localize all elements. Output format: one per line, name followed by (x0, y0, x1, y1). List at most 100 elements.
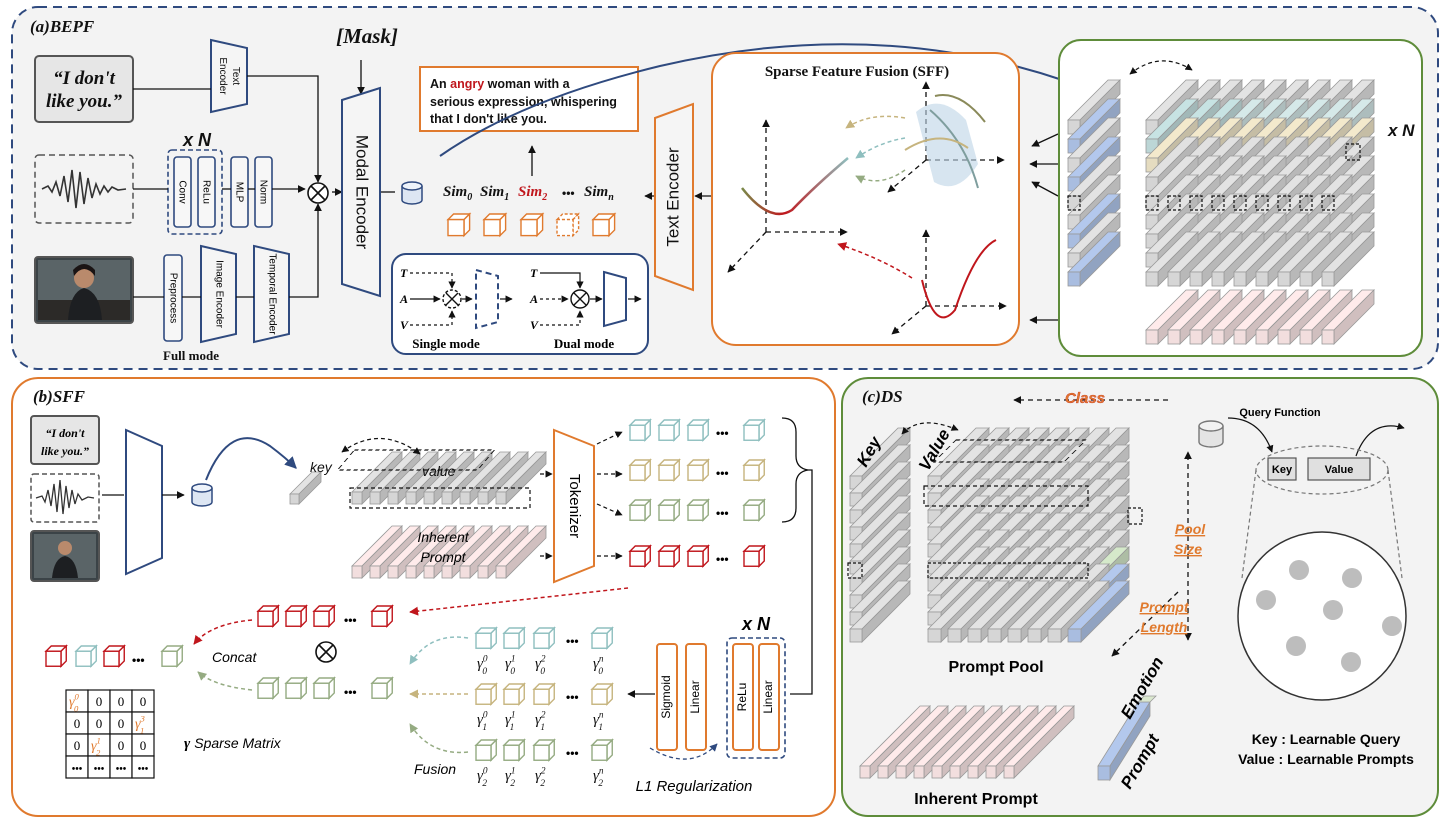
bar-front (477, 565, 489, 579)
red-cube (370, 604, 394, 628)
sff-title: Sparse Feature Fusion (SFF) (765, 64, 949, 80)
cube-a-xn: x N (1387, 121, 1415, 140)
bar-front (1321, 271, 1335, 287)
b-waveform-icon (35, 479, 95, 515)
b-inherent-label-1: Inherent (417, 529, 469, 545)
bar-front (351, 491, 363, 505)
concat-cube (160, 644, 184, 668)
concat-cube (102, 644, 126, 668)
dual-mode-multiply-cross (573, 292, 587, 306)
caption-line-2: serious expression, whispering (430, 95, 617, 109)
sim-label: Sim0 (443, 184, 472, 203)
b-ff-repeat-box (726, 637, 786, 759)
b-encoder (125, 428, 163, 576)
video-frame-image (34, 256, 134, 324)
panel-b-border (11, 377, 836, 817)
matrix-value: ••• (138, 764, 149, 775)
token-ellipsis: ••• (716, 466, 729, 480)
cube-front (687, 550, 704, 567)
bar-front (967, 765, 979, 779)
gamma-cube (532, 626, 556, 650)
dual-mode-encoder (603, 270, 627, 328)
single-mode-encoder (475, 268, 499, 330)
gamma-cube (590, 738, 614, 762)
token-cube (742, 544, 766, 568)
matrix-value: 0 (74, 716, 81, 731)
cube-front (475, 632, 492, 649)
matrix-value: 0 (140, 738, 147, 753)
single-v: V (400, 318, 409, 332)
red-cube (256, 604, 280, 628)
token-cube (628, 458, 652, 482)
bar-front (1233, 271, 1247, 287)
prompt-length-label-2: Length (1141, 619, 1188, 635)
mask-label: [Mask] (336, 24, 398, 48)
token-cube (628, 544, 652, 568)
bar-front (985, 765, 997, 779)
single-mode-label: Single mode (412, 336, 480, 351)
audio-xn-label: x N (182, 130, 212, 150)
query-key-box (1267, 457, 1297, 481)
cube-front (285, 610, 302, 627)
caption-highlight: angry (450, 77, 484, 91)
b-xn-label: x N (741, 614, 771, 634)
bar-front (949, 765, 961, 779)
prompt-pool-cube (847, 427, 1143, 643)
caption-line-1: An angry woman with a (430, 77, 571, 91)
b-key-label: key (310, 459, 333, 475)
full-mode-label: Full mode (163, 348, 219, 363)
b-key-bar (289, 471, 322, 505)
inherent-prompt-label: Inherent Prompt (914, 791, 1038, 808)
prompt-dot (1382, 616, 1402, 636)
cube-front (591, 632, 608, 649)
bar-front (849, 628, 863, 643)
sim-label: Sim1 (480, 184, 509, 203)
concat-ellipsis: ••• (132, 653, 145, 667)
b-text-input (30, 415, 100, 465)
tokenizer-outputs (596, 431, 623, 560)
cube-front (503, 688, 520, 705)
bar-front (1321, 329, 1335, 345)
value-selection-outline (349, 487, 531, 509)
l1-label: L1 Regularization (636, 778, 753, 795)
dual-t: T (530, 266, 538, 280)
b-inherent-label-2: Prompt (420, 549, 466, 565)
prompt-pool-label: Prompt Pool (948, 659, 1043, 676)
norm-block (254, 156, 273, 228)
bar-front (1277, 271, 1291, 287)
class-label: Class (1065, 390, 1105, 407)
cube-front (629, 550, 646, 567)
fused-ellipsis: ••• (344, 685, 357, 699)
matrix-value: 0 (118, 694, 125, 709)
prompt-dot (1256, 590, 1276, 610)
single-t: T (400, 266, 408, 280)
conv-label: Conv (176, 180, 187, 203)
bar-front (423, 491, 435, 505)
panel-b-title: (b)SFF (33, 387, 86, 406)
bar-front (1047, 628, 1062, 643)
query-key-label: Key (1272, 464, 1293, 476)
selected-bar-outline (1145, 195, 1159, 211)
selected-bar-outline (1189, 195, 1203, 211)
text-input-box (34, 55, 134, 123)
value-bar (495, 451, 547, 505)
cube-front (533, 688, 550, 705)
cube-front (658, 464, 675, 481)
cube-front (75, 650, 92, 667)
gamma-cube (532, 682, 556, 706)
legend-key: Key : Learnable Query (1252, 731, 1401, 747)
sigmoid-label: Sigmoid (659, 675, 673, 718)
pool-bar (1067, 580, 1130, 643)
bar-front (1027, 628, 1042, 643)
bar-front (405, 565, 417, 579)
b-red-row: ••• (256, 604, 394, 628)
pool-row-outline (923, 485, 1089, 507)
b-multiply-cross (318, 644, 334, 660)
similarity-cubes (446, 212, 617, 238)
